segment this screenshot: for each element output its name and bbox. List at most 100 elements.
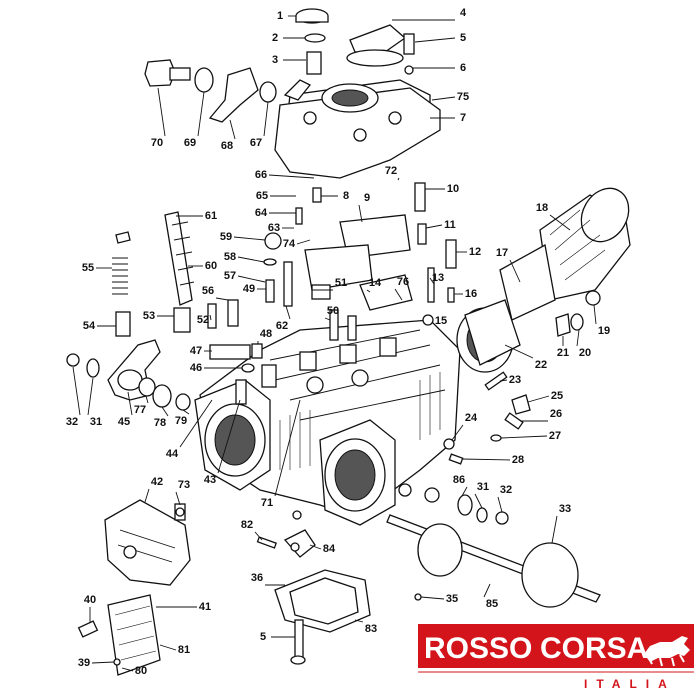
leader-line-p78 xyxy=(161,406,169,417)
leader-line-p72 xyxy=(397,177,400,181)
leader-line-p71 xyxy=(274,399,301,497)
part-label-p78: 78 xyxy=(154,417,166,429)
leader-line-p32b xyxy=(497,496,503,513)
part-label-p57: 57 xyxy=(224,270,236,282)
leader-line-p62 xyxy=(285,305,291,320)
part-label-p67: 67 xyxy=(250,137,262,149)
part-label-p39: 39 xyxy=(78,657,90,669)
leader-line-p9 xyxy=(358,204,363,223)
leader-line-p52 xyxy=(209,314,212,321)
leader-line-p86 xyxy=(461,486,468,497)
part-label-p62: 62 xyxy=(276,320,288,332)
part-label-p11: 11 xyxy=(444,219,456,231)
leader-line-p24 xyxy=(451,424,464,441)
part-label-p36: 36 xyxy=(251,572,263,584)
leader-line-p43 xyxy=(217,399,241,474)
part-label-p51: 51 xyxy=(335,277,347,289)
part-label-p31b: 31 xyxy=(477,481,489,493)
leader-line-p81 xyxy=(159,644,177,651)
part-label-p50: 50 xyxy=(327,305,339,317)
part-label-p81: 81 xyxy=(178,644,190,656)
part-label-p23: 23 xyxy=(509,374,521,386)
part-label-p53: 53 xyxy=(143,310,155,322)
leader-line-p5 xyxy=(414,37,456,43)
part-label-p9: 9 xyxy=(364,192,370,204)
part-label-p8: 8 xyxy=(343,190,349,202)
part-label-p70: 70 xyxy=(151,137,163,149)
part-label-p80: 80 xyxy=(135,665,147,677)
part-label-p16: 16 xyxy=(465,288,477,300)
leader-lines xyxy=(72,15,597,672)
part-label-p35: 35 xyxy=(446,593,458,605)
part-label-p20: 20 xyxy=(579,347,591,359)
part-label-p21: 21 xyxy=(557,347,569,359)
part-label-p84: 84 xyxy=(323,543,336,555)
part-label-p52: 52 xyxy=(197,314,209,326)
cover-plate xyxy=(107,594,161,676)
part-label-p3: 3 xyxy=(272,54,278,66)
part-label-p75: 75 xyxy=(457,91,469,103)
leader-line-p39 xyxy=(91,661,115,664)
logo-banner xyxy=(418,624,694,668)
part-label-p66: 66 xyxy=(255,169,267,181)
part-label-p55: 55 xyxy=(82,262,94,274)
part-label-p7: 7 xyxy=(460,112,466,124)
diaphragm xyxy=(349,24,407,53)
part-label-p85: 85 xyxy=(486,598,498,610)
part-label-p43: 43 xyxy=(204,474,216,486)
part-label-p48: 48 xyxy=(260,328,272,340)
logo-word-right: CORSA xyxy=(540,632,648,665)
leader-line-p25 xyxy=(527,395,550,403)
part-label-p61: 61 xyxy=(205,210,217,222)
leader-line-p76 xyxy=(394,288,403,301)
part-label-p63: 63 xyxy=(268,222,280,234)
part-label-p74: 74 xyxy=(283,238,296,250)
part-label-p60: 60 xyxy=(205,260,217,272)
leader-line-p13 xyxy=(429,277,435,285)
part-label-p47: 47 xyxy=(190,345,202,357)
part-label-p17: 17 xyxy=(496,247,508,259)
part-label-p6: 6 xyxy=(460,62,466,74)
leader-line-p17 xyxy=(509,259,521,283)
part-label-p18: 18 xyxy=(536,202,548,214)
part-label-p10: 10 xyxy=(447,183,459,195)
leader-line-p59 xyxy=(233,236,266,241)
leader-line-p28 xyxy=(461,458,511,461)
part-label-p65: 65 xyxy=(256,190,268,202)
leader-line-p11 xyxy=(425,224,443,229)
bull-icon xyxy=(644,636,690,667)
leader-line-p31b xyxy=(474,493,483,509)
part-label-p58: 58 xyxy=(224,251,236,263)
part-label-p73: 73 xyxy=(178,479,190,491)
leader-line-p23 xyxy=(499,379,508,382)
leader-line-p74 xyxy=(296,239,311,245)
part-label-p68: 68 xyxy=(221,140,233,152)
part-label-p41: 41 xyxy=(199,601,211,613)
leader-line-p70 xyxy=(157,87,166,137)
leader-line-p73 xyxy=(175,491,181,506)
leader-line-p42 xyxy=(144,488,150,503)
part-label-p2: 2 xyxy=(272,32,278,44)
leader-line-p31 xyxy=(87,377,94,416)
leader-line-p58 xyxy=(237,256,265,263)
leader-line-p57 xyxy=(237,275,266,283)
pump-cover xyxy=(104,499,191,586)
leader-line-p27 xyxy=(500,435,548,439)
part-label-p33: 33 xyxy=(559,503,571,515)
leader-line-p14 xyxy=(366,289,371,293)
part-label-p28: 28 xyxy=(512,454,524,466)
part-label-p54: 54 xyxy=(83,320,96,332)
part-label-p77: 77 xyxy=(134,404,146,416)
part-label-p83: 83 xyxy=(365,623,377,635)
part-label-p4: 4 xyxy=(460,7,467,19)
part-label-p45: 45 xyxy=(118,416,130,428)
part-label-p31: 31 xyxy=(90,416,102,428)
leader-line-p18 xyxy=(549,214,571,231)
part-label-p26: 26 xyxy=(550,408,562,420)
part-label-p69: 69 xyxy=(184,137,196,149)
part-label-p32b: 32 xyxy=(500,484,512,496)
part-label-p5b: 5 xyxy=(260,631,266,643)
leader-line-p66 xyxy=(268,174,315,179)
part-label-p32: 32 xyxy=(66,416,78,428)
